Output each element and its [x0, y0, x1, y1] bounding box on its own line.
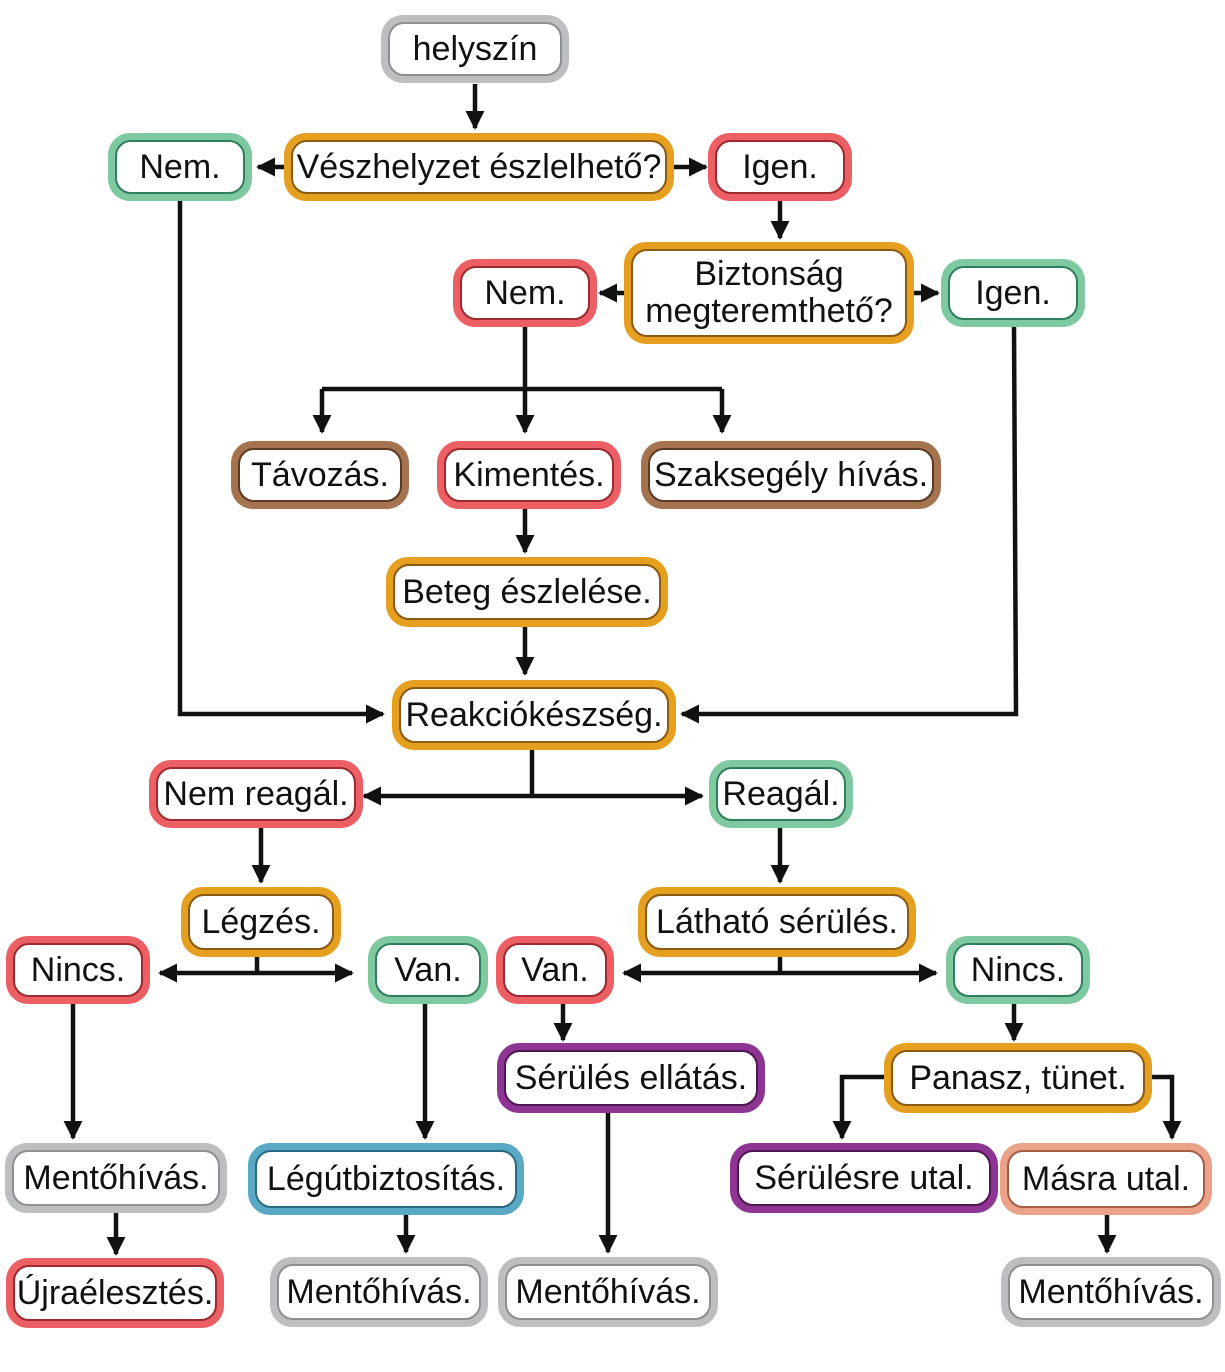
- node-van-2: Van.: [496, 936, 614, 1004]
- node-nincs-2: Nincs.: [946, 936, 1090, 1004]
- node-nem-1: Nem.: [108, 133, 252, 201]
- node-serulesre-utal: Sérülésre utal.: [730, 1143, 998, 1213]
- node-reagal: Reagál.: [709, 760, 853, 828]
- node-lathato-serules: Látható sérülés.: [638, 887, 916, 957]
- node-biztonsag: Biztonság megteremthető?: [624, 242, 914, 344]
- edge-igen2-reakcio: [680, 325, 1019, 724]
- node-ujraelesztes: Újraélesztés.: [6, 1258, 224, 1328]
- node-nincs-1: Nincs.: [6, 936, 150, 1004]
- node-veszhelyzet: Vészhelyzet észlelhető?: [284, 133, 674, 201]
- node-biztonsag-line2: megteremthető?: [645, 292, 893, 330]
- node-mentohivas-1: Mentőhívás.: [5, 1143, 227, 1213]
- edge-nem1-reakcio: [177, 200, 385, 724]
- node-mentohivas-4: Mentőhívás.: [1001, 1257, 1221, 1327]
- node-szaksegely: Szaksegély hívás.: [641, 441, 941, 509]
- node-masra-utal: Másra utal.: [1000, 1143, 1212, 1215]
- node-helyszin: helyszín: [381, 15, 569, 83]
- node-mentohivas-2: Mentőhívás.: [270, 1257, 488, 1327]
- node-van-1: Van.: [368, 936, 488, 1004]
- node-legzes: Légzés.: [181, 887, 341, 957]
- node-biztonsag-line1: Biztonság: [694, 255, 844, 294]
- node-kimentes: Kimentés.: [437, 441, 621, 509]
- node-serules-ellatas: Sérülés ellátás.: [497, 1043, 765, 1113]
- node-igen-1: Igen.: [708, 133, 852, 201]
- node-tavozas: Távozás.: [231, 441, 409, 509]
- node-nem-2: Nem.: [453, 259, 597, 327]
- node-panasz-tunet: Panasz, tünet.: [884, 1043, 1152, 1113]
- edge-panasz-left: [832, 1074, 888, 1140]
- node-reakciokeszseg: Reakciókészség.: [392, 680, 676, 750]
- node-legutbiztositas: Légútbiztosítás.: [248, 1143, 524, 1215]
- node-igen-2: Igen.: [941, 259, 1085, 327]
- node-mentohivas-3: Mentőhívás.: [498, 1257, 718, 1327]
- node-nem-reagal: Nem reagál.: [149, 760, 363, 828]
- node-beteg-eszlelese: Beteg észlelése.: [386, 557, 668, 627]
